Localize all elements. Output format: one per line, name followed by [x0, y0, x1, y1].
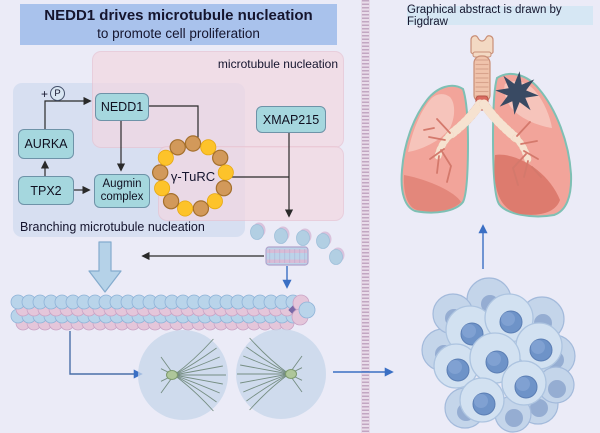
plus-sign: +: [41, 86, 49, 101]
nucleation-region-label: microtubule nucleation: [217, 57, 338, 71]
tumor-star-icon: [495, 71, 539, 115]
nedd1-node: NEDD1: [95, 93, 149, 121]
trachea-icon: [473, 55, 491, 103]
tubulin-dimer-icons: [250, 222, 345, 265]
gamma-turc-label: γ-TuRC: [170, 169, 216, 184]
centrosome-icon: [285, 369, 297, 379]
left-lung: [400, 84, 470, 214]
panel-divider: [361, 0, 370, 433]
larynx-icon: [470, 35, 494, 56]
title-line1: NEDD1 drives microtubule nucleation: [44, 7, 313, 25]
xmap215-node: XMAP215: [256, 106, 326, 133]
centrosome-icon: [166, 370, 178, 380]
phosphorylation-label: + P: [41, 86, 66, 101]
big-down-arrow-icon: [88, 241, 122, 293]
branching-panel-label: Branching microtubule nucleation: [20, 220, 205, 234]
microtubule-icon: [10, 294, 316, 331]
right-lung: [491, 73, 573, 218]
microtubule-seed-icon: [265, 246, 309, 266]
lungs-icon: [400, 35, 573, 218]
title-box: NEDD1 drives microtubule nucleation to p…: [20, 4, 337, 45]
aurka-node: AURKA: [18, 129, 74, 159]
phospho-p-icon: P: [50, 86, 66, 101]
mitotic-spindle-icon: [138, 329, 326, 420]
flow-arrows: [69, 224, 488, 379]
tumor-cell-cluster-icon: [421, 277, 576, 433]
tpx2-node: TPX2: [18, 176, 74, 205]
title-line2: to promote cell proliferation: [97, 25, 260, 41]
credit-note: Graphical abstract is drawn by Figdraw: [407, 4, 593, 28]
